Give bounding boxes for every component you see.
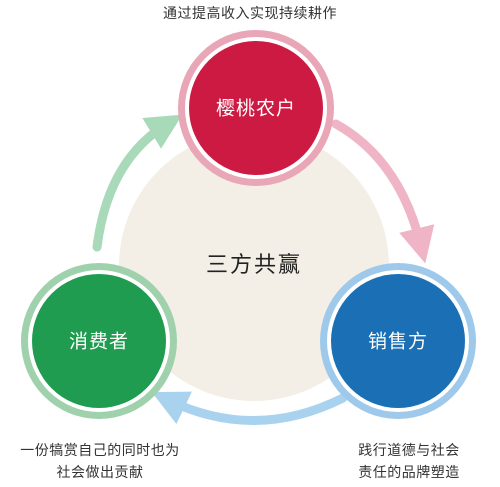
arrow-farmer-to-seller xyxy=(331,119,435,264)
node-farmer-label: 樱桃农户 xyxy=(216,98,296,120)
caption-seller-line-1: 践行道德与社会 xyxy=(358,443,460,459)
node-seller: 销售方 xyxy=(320,263,476,419)
node-seller-label: 销售方 xyxy=(368,331,428,353)
caption-farmer-line: 通过提高收入实现持续耕作 xyxy=(163,6,337,22)
caption-seller-line-2: 责任的品牌塑造 xyxy=(358,465,460,481)
arrow-consumer-to-farmer xyxy=(92,114,183,252)
node-seller-fill xyxy=(331,274,465,408)
caption-consumer-line-2: 社会做出贡献 xyxy=(56,465,144,481)
arrow-seller-to-consumer xyxy=(151,391,348,425)
caption-consumer: 一份犒赏自己的同时也为 社会做出贡献 xyxy=(0,440,200,484)
node-consumer-fill xyxy=(32,274,166,408)
node-consumer-label: 消费者 xyxy=(69,331,129,353)
caption-consumer-line-1: 一份犒赏自己的同时也为 xyxy=(20,443,180,459)
node-consumer: 消费者 xyxy=(21,263,177,419)
center-label: 三方共赢 xyxy=(206,253,302,278)
caption-seller: 践行道德与社会 责任的品牌塑造 xyxy=(318,440,500,484)
node-farmer: 樱桃农户 xyxy=(178,30,334,186)
node-farmer-fill xyxy=(189,41,323,175)
caption-farmer: 通过提高收入实现持续耕作 xyxy=(0,3,500,25)
